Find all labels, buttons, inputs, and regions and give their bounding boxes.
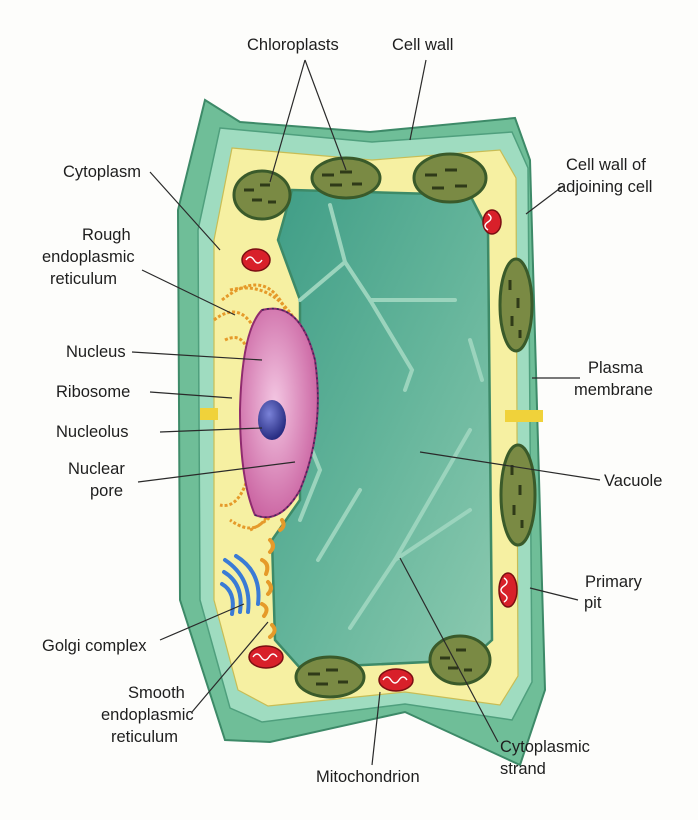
chloroplast-icon [500, 259, 532, 351]
mitochondrion-icon [242, 249, 270, 271]
label-vacuole: Vacuole [604, 472, 662, 490]
label-cytoplasm: Cytoplasm [63, 163, 141, 181]
label-plasma-membrane-1: Plasma [588, 359, 644, 377]
label-chloroplasts: Chloroplasts [247, 36, 339, 54]
mitochondrion-icon [483, 210, 501, 234]
chloroplast-icon [312, 158, 380, 198]
chloroplast-icon [296, 657, 364, 697]
label-rough-er-1: Rough [82, 226, 131, 244]
label-cell-wall: Cell wall [392, 36, 453, 54]
label-nucleolus: Nucleolus [56, 423, 128, 441]
label-cell-wall-adjoining-2: adjoining cell [557, 178, 652, 196]
label-smooth-er-2: endoplasmic [101, 706, 194, 724]
mitochondrion-icon [379, 669, 413, 691]
label-rough-er-3: reticulum [50, 270, 117, 288]
label-nuclear-pore-2: pore [90, 482, 123, 500]
label-rough-er-2: endoplasmic [42, 248, 135, 266]
label-cytoplasmic-strand-2: strand [500, 760, 546, 778]
nucleolus [258, 400, 286, 440]
label-golgi: Golgi complex [42, 637, 147, 655]
plasma-membrane-mark [505, 410, 543, 422]
label-nuclear-pore-1: Nuclear [68, 460, 125, 478]
label-plasma-membrane-2: membrane [574, 381, 653, 399]
label-smooth-er-1: Smooth [128, 684, 185, 702]
chloroplast-icon [430, 636, 490, 684]
mitochondrion-icon [249, 646, 283, 668]
chloroplast-icon [414, 154, 486, 202]
label-smooth-er-3: reticulum [111, 728, 178, 746]
label-mitochondrion: Mitochondrion [316, 768, 420, 786]
label-primary-pit-2: pit [584, 594, 602, 612]
mitochondrion-icon [499, 573, 517, 607]
label-cell-wall-adjoining-1: Cell wall of [566, 156, 646, 174]
label-cytoplasmic-strand-1: Cytoplasmic [500, 738, 590, 756]
chloroplast-icon [234, 171, 290, 219]
label-ribosome: Ribosome [56, 383, 130, 401]
pit-mark [200, 408, 218, 420]
chloroplast-icon [501, 445, 535, 545]
label-nucleus: Nucleus [66, 343, 126, 361]
label-primary-pit-1: Primary [585, 573, 643, 591]
